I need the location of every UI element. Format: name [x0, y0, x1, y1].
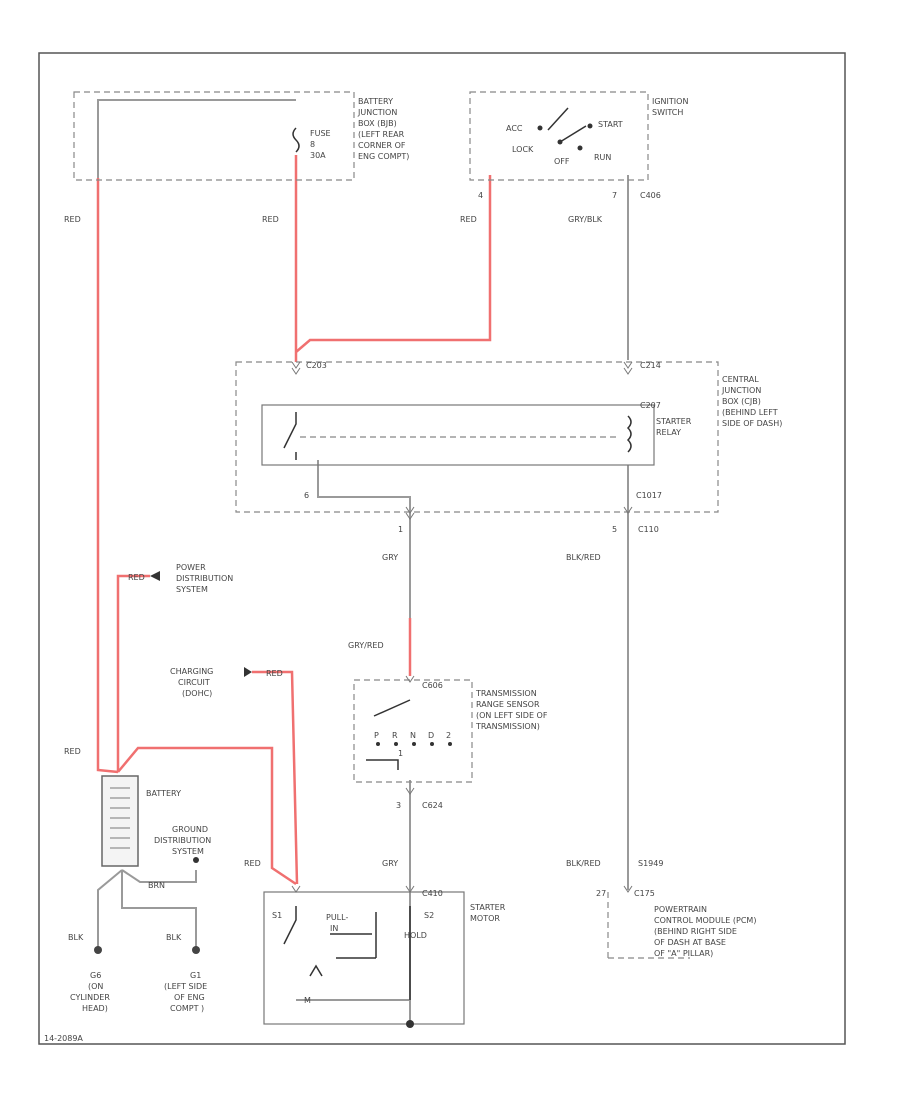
starter-s2: S2 [424, 911, 434, 920]
pin-27: 27 [596, 889, 606, 898]
connector-c207: C207 [640, 401, 661, 410]
connector-c203: C203 [306, 361, 327, 370]
ignition-switch-box [469, 91, 649, 181]
connector-c1017: C1017 [636, 491, 662, 500]
wire-color-red-1: RED [64, 215, 81, 224]
splice-s1949: S1949 [638, 859, 663, 868]
trs-label: TRANSMISSION RANGE SENSOR (ON LEFT SIDE … [475, 689, 550, 731]
wire-red-battery-starter [117, 746, 297, 886]
starter-pull-in: PULL- [326, 913, 348, 922]
ground-g1-icon [192, 946, 200, 954]
connector-c175: C175 [634, 889, 655, 898]
ground-g6-label: G6 (ON CYLINDER HEAD) [70, 971, 112, 1013]
wire-color-red-2: RED [262, 215, 279, 224]
wire-color-brn: BRN [148, 881, 165, 890]
wire-ground-g6 [97, 869, 123, 948]
wire-color-gry-1: GRY [382, 553, 398, 562]
starter-motor-icon [309, 964, 323, 977]
ign-acc: ACC [506, 124, 523, 133]
ign-start: START [598, 120, 623, 129]
pcm-label: POWERTRAIN CONTROL MODULE (PCM) (BEHIND … [654, 905, 759, 958]
pin-6: 6 [304, 491, 309, 500]
wire-red-ignition-feed [295, 175, 492, 353]
charging-circuit-label: CHARGING CIRCUIT (DOHC) [170, 667, 216, 698]
wire-red-battery-bjb [96, 178, 119, 774]
trs-switch-icon [366, 699, 411, 770]
ground-g1-label: G1 (LEFT SIDE OF ENG COMPT ) [164, 971, 210, 1013]
fuse-label: FUSE 8 30A [310, 129, 333, 160]
svg-text:2: 2 [446, 731, 451, 740]
wire-color-blk-red-1: BLK/RED [566, 553, 601, 562]
wire-color-gry-2: GRY [382, 859, 398, 868]
svg-text:1: 1 [398, 749, 403, 758]
ign-run: RUN [594, 153, 611, 162]
starter-pull-in-2: IN [330, 924, 338, 933]
pin-7: 7 [612, 191, 617, 200]
ignition-switch-label: IGNITION SWITCH [652, 97, 691, 117]
wire-color-gry-blk: GRY/BLK [568, 215, 603, 224]
diagram-code: 14-2089A [44, 1034, 83, 1043]
starter-hold: HOLD [404, 931, 427, 940]
connector-c110: C110 [638, 525, 659, 534]
relay-switch-icon [283, 412, 297, 460]
relay-coil-icon [626, 415, 632, 453]
starter-s1: S1 [272, 911, 282, 920]
wire-color-red-charging: RED [266, 669, 283, 678]
wire-relay-output [317, 460, 411, 618]
wire-color-red-batt: RED [64, 747, 81, 756]
starter-m: M [304, 996, 311, 1005]
wire-color-red-starter: RED [244, 859, 261, 868]
fuse-icon [292, 127, 300, 153]
trs-position-labels: P R N D 2 1 [374, 731, 451, 758]
connector-c606: C606 [422, 681, 443, 690]
battery-label: BATTERY [146, 789, 181, 798]
central-junction-box [235, 361, 719, 513]
wire-color-red-3: RED [460, 215, 477, 224]
wire-red-power-distribution [116, 574, 150, 772]
charging-arrow [244, 667, 252, 677]
connector-c214: C214 [640, 361, 661, 370]
wire-brn-ground [121, 869, 197, 883]
battery-icon [101, 775, 139, 867]
pin-3: 3 [396, 801, 401, 810]
svg-text:D: D [428, 731, 434, 740]
power-distribution-arrow [150, 571, 160, 581]
ign-lock: LOCK [512, 145, 534, 154]
connector-c410: C410 [422, 889, 443, 898]
connector-c406: C406 [640, 191, 661, 200]
connector-c624: C624 [422, 801, 443, 810]
pin-1: 1 [398, 525, 403, 534]
wire-red-charging [252, 670, 299, 885]
wire-color-red-pd: RED [128, 573, 145, 582]
starter-relay-box [261, 404, 655, 466]
starter-solenoid-icon [283, 906, 411, 1000]
wire-bjb-left [97, 99, 296, 178]
svg-text:R: R [392, 731, 398, 740]
ground-g6-icon [94, 946, 102, 954]
ign-off: OFF [554, 157, 570, 166]
starter-motor-label: STARTER MOTOR [470, 903, 508, 923]
pin-4: 4 [478, 191, 483, 200]
svg-text:P: P [374, 731, 379, 740]
wire-color-blk-red-2: BLK/RED [566, 859, 601, 868]
ignition-switch-icon [547, 107, 587, 143]
cjb-label: CENTRAL JUNCTION BOX (CJB) (BEHIND LEFT … [721, 375, 782, 428]
pin-5: 5 [612, 525, 617, 534]
svg-text:N: N [410, 731, 416, 740]
battery-junction-box [73, 91, 355, 181]
wire-color-blk-2: BLK [166, 933, 182, 942]
bjb-label: BATTERY JUNCTION BOX (BJB) (LEFT REAR CO… [357, 97, 409, 161]
wire-color-blk-1: BLK [68, 933, 84, 942]
wire-ground-g1 [121, 870, 197, 948]
starter-motor-box [263, 891, 465, 1025]
diagram-frame [38, 52, 846, 1045]
starter-relay-label: STARTER RELAY [656, 417, 694, 437]
wire-color-gry-red: GRY/RED [348, 641, 384, 650]
power-distribution-label: POWER DISTRIBUTION SYSTEM [176, 563, 236, 594]
ground-distribution-label: GROUND DISTRIBUTION SYSTEM [154, 825, 214, 856]
